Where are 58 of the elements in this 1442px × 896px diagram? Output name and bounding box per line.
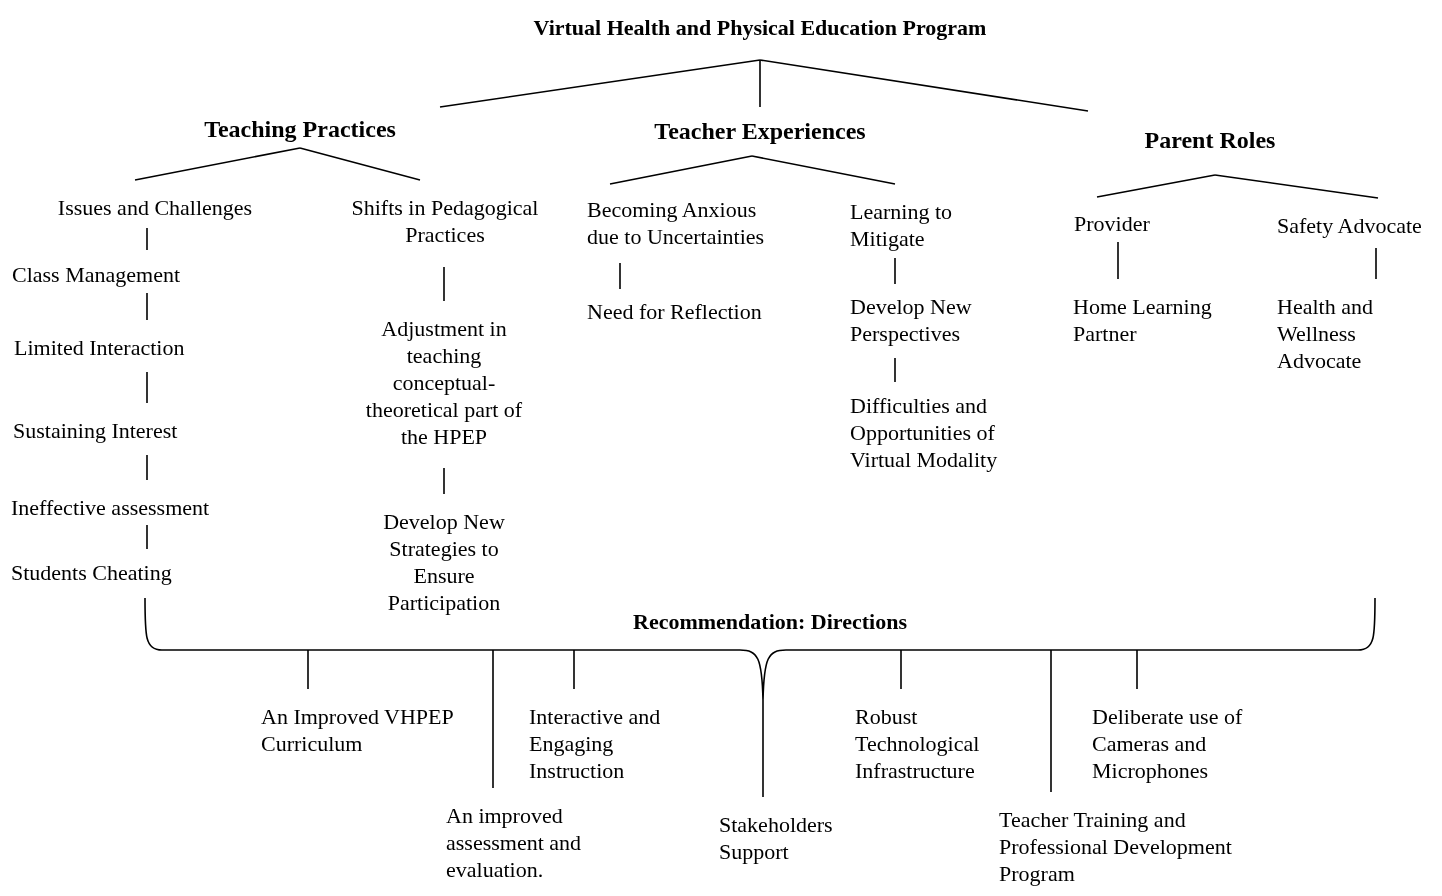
connector-line [1214,174,1379,199]
connector-line [134,147,301,181]
connector-line [492,649,494,789]
text-label: An Improved VHPEP Curriculum [261,703,461,757]
connector-line [146,227,148,251]
text-label: Adjustment in teaching conceptual-theoretical part of the HPEP [354,315,534,450]
text-label: Home Learning Partner [1073,293,1253,347]
connector-line [609,155,753,185]
connector-line [1375,247,1377,280]
text-label: Issues and Challenges [25,194,285,221]
category-heading: Parent Roles [1080,125,1340,155]
connector-line [619,262,621,290]
text-label: Limited Interaction [14,334,244,361]
text-label: Health and Wellness Advocate [1277,293,1407,374]
connector-line [146,454,148,481]
connector-line [894,257,896,285]
text-label: Need for Reflection [587,298,807,325]
connector-line [299,147,421,181]
connector-line [443,266,445,302]
text-label: An improved assessment and evaluation. [446,802,626,883]
text-label: Difficulties and Opportunities of Virtual Modality [850,392,1040,473]
text-label: Teacher Training and Professional Development Program [999,806,1279,887]
connector-line [439,59,761,108]
connector-line [1117,241,1119,280]
connector-line [759,59,761,108]
connector-line [1096,174,1216,198]
connector-line [146,371,148,404]
connector-line [146,292,148,321]
connector-line [1050,649,1052,793]
text-label: Interactive and Engaging Instruction [529,703,699,784]
section-heading: Recommendation: Directions [632,608,907,636]
connector-line [751,155,896,185]
text-label: Shifts in Pedagogical Practices [325,194,565,248]
text-label: Class Management [12,261,242,288]
connector-line [762,699,764,798]
text-label: Provider [1074,210,1194,237]
title-heading: Virtual Health and Physical Education Program [420,14,1100,42]
text-label: Sustaining Interest [13,417,243,444]
connector-line [443,467,445,495]
text-label: Robust Technological Infrastructure [855,703,1015,784]
text-label: Deliberate use of Cameras and Microphones [1092,703,1282,784]
category-heading: Teacher Experiences [590,116,930,146]
text-label: Develop New Strategies to Ensure Participation [364,508,524,616]
category-heading: Teaching Practices [150,114,450,144]
text-label: Stakeholders Support [719,811,869,865]
connector-line [894,357,896,383]
connector-line [146,524,148,550]
text-label: Students Cheating [11,559,241,586]
text-label: Learning to Mitigate [850,198,1000,252]
text-label: Becoming Anxious due to Uncertainties [587,196,792,250]
connector-line [307,649,309,690]
text-label: Ineffective assessment [11,494,261,521]
connector-line [573,649,575,690]
text-label: Develop New Perspectives [850,293,1010,347]
connector-line [759,59,1089,112]
text-label: Safety Advocate [1277,212,1439,239]
connector-line [1136,649,1138,690]
connector-line [900,649,902,690]
